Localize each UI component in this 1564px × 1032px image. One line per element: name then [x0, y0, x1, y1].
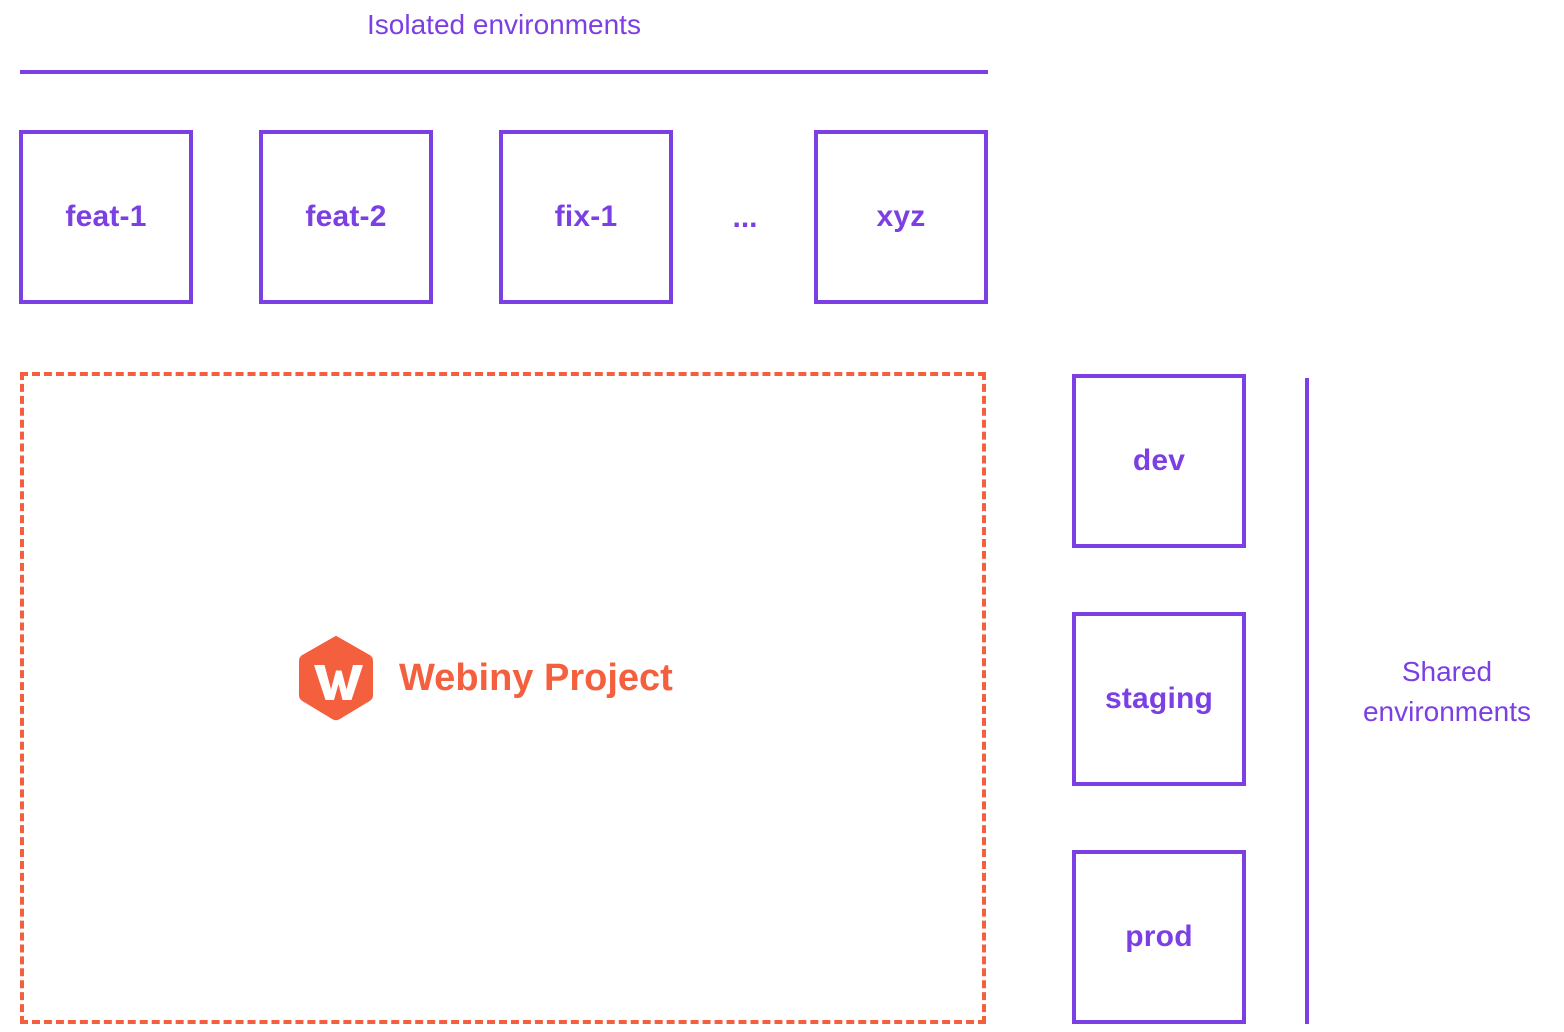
shared-env-box-dev[interactable]: dev: [1072, 374, 1246, 548]
isolated-env-label: xyz: [876, 200, 926, 233]
shared-env-box-staging[interactable]: staging: [1072, 612, 1246, 786]
isolated-env-box-fix-1[interactable]: fix-1: [499, 130, 673, 304]
shared-environments-title-line-2: environments: [1362, 696, 1532, 727]
isolated-env-box-feat-2[interactable]: feat-2: [259, 130, 433, 304]
shared-environments-title: Shared environments: [1330, 652, 1564, 732]
isolated-env-box-xyz[interactable]: xyz: [814, 130, 988, 304]
isolated-env-label: feat-2: [305, 200, 387, 233]
isolated-env-label: fix-1: [554, 200, 618, 233]
webiny-project-name: Webiny Project: [399, 657, 673, 699]
webiny-hexagon-w-icon: [299, 635, 373, 721]
webiny-project-container: [20, 372, 986, 1024]
isolated-environments-divider: [20, 70, 988, 74]
shared-env-label: prod: [1125, 920, 1193, 953]
shared-env-box-prod[interactable]: prod: [1072, 850, 1246, 1024]
shared-env-label: dev: [1132, 444, 1186, 477]
shared-environments-divider: [1305, 378, 1309, 1024]
isolated-env-label: feat-1: [65, 200, 147, 233]
webiny-project-brand: Webiny Project: [297, 630, 673, 726]
shared-env-label: staging: [1104, 682, 1214, 715]
isolated-environments-title: Isolated environments: [367, 9, 641, 40]
isolated-env-ellipsis: ...: [732, 201, 758, 234]
shared-environments-title-line-1: Shared: [1401, 656, 1493, 687]
isolated-env-box-feat-1[interactable]: feat-1: [19, 130, 193, 304]
